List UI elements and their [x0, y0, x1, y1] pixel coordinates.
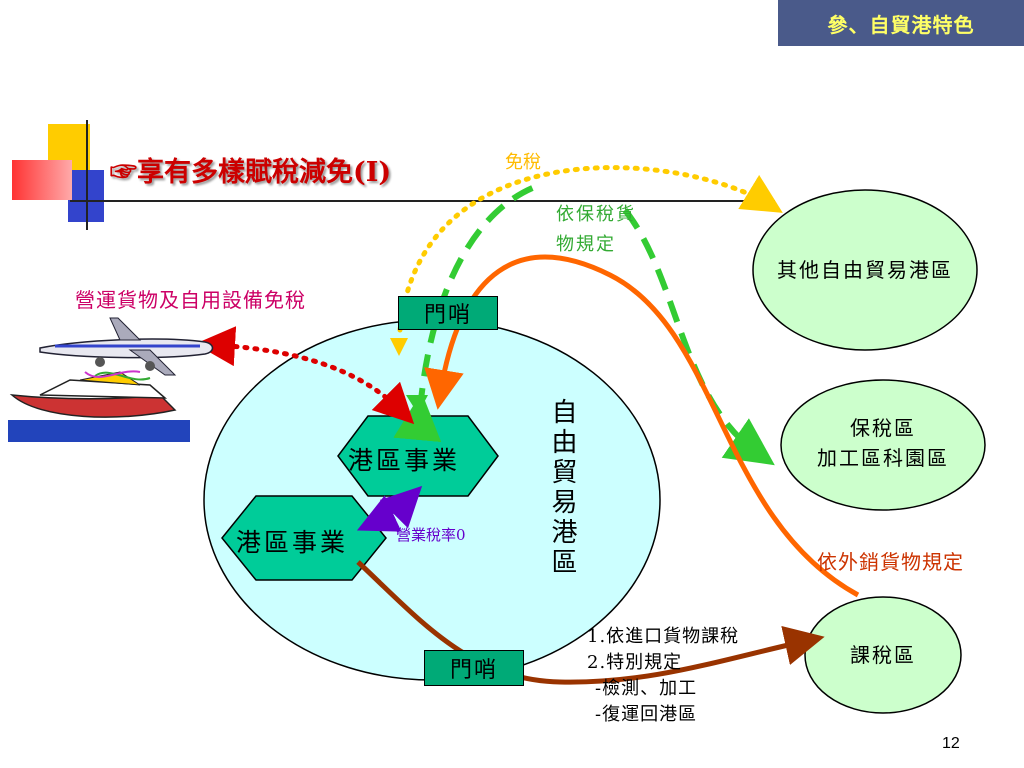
slide-title: ☞享有多樣賦稅減免(I)	[110, 150, 391, 189]
bonded-zone-ellipse	[780, 379, 986, 511]
import-rules-line4: -復運回港區	[595, 704, 698, 725]
decor-red-square	[12, 160, 72, 200]
airplane-icon	[39, 317, 214, 376]
import-rules-line1: 1.依進口貨物課稅	[587, 626, 740, 647]
operating-goods-arrow	[195, 326, 415, 425]
business-tax-arrow	[356, 485, 423, 532]
business-tax-rate-label: 營業稅率0	[396, 526, 466, 544]
hex-port-business-1-label: 港區事業	[348, 446, 461, 475]
gate-top: 門哨	[398, 296, 498, 330]
section-header: 參、自貿港特色	[778, 0, 1024, 46]
operating-goods-label: 營運貨物及自用設備免稅	[75, 288, 306, 312]
import-goods-arrow	[356, 560, 825, 685]
tax-free-arrow	[397, 165, 783, 333]
title-underline	[70, 200, 775, 202]
taxable-zone-label: 課稅區	[805, 640, 961, 670]
taxable-zone-text: 課稅區	[850, 643, 916, 667]
tax-free-label: 免稅	[505, 152, 541, 173]
gate-bottom: 門哨	[424, 650, 524, 686]
decor-squares	[10, 120, 120, 230]
section-header-label: 參、自貿港特色	[827, 12, 975, 37]
bonded-goods-arrow-right	[622, 208, 775, 466]
page-number: 12	[942, 735, 960, 752]
slide-title-text: 享有多樣賦稅減免(I)	[137, 157, 392, 188]
bonded-zone-label: 保稅區 加工區科園區	[781, 413, 985, 473]
other-ftz-text: 其他自由貿易港區	[777, 258, 953, 282]
import-rules-label: 1.依進口貨物課稅 2.特別規定 -檢測、加工 -復運回港區	[587, 624, 739, 728]
other-ftz-ellipse	[752, 189, 978, 351]
decor-vertical-line	[86, 120, 88, 230]
export-goods-arrow	[424, 254, 860, 598]
bonded-goods-rule-label: 依保稅貨 物規定	[556, 200, 636, 260]
bonded-goods-rule-line1: 依保稅貨	[556, 204, 636, 225]
bonded-zone-line2: 加工區科園區	[817, 446, 949, 470]
hex-port-business-2	[221, 495, 387, 581]
import-rules-line2: 2.特別規定	[587, 652, 683, 673]
export-goods-rule-label: 依外銷貨物規定	[817, 550, 964, 574]
ship-icon	[8, 370, 190, 442]
bonded-zone-line1: 保稅區	[850, 416, 916, 440]
import-rules-line3: -檢測、加工	[595, 678, 698, 699]
free-trade-zone-label: 自由貿易港區	[547, 398, 577, 578]
hex-port-business-2-label: 港區事業	[236, 528, 349, 557]
gate-top-label: 門哨	[423, 303, 472, 328]
other-ftz-label: 其他自由貿易港區	[753, 255, 977, 285]
gate-bottom-label: 門哨	[449, 658, 498, 683]
bonded-goods-rule-line2: 物規定	[556, 234, 616, 255]
pointing-hand-icon: ☞	[110, 157, 137, 188]
